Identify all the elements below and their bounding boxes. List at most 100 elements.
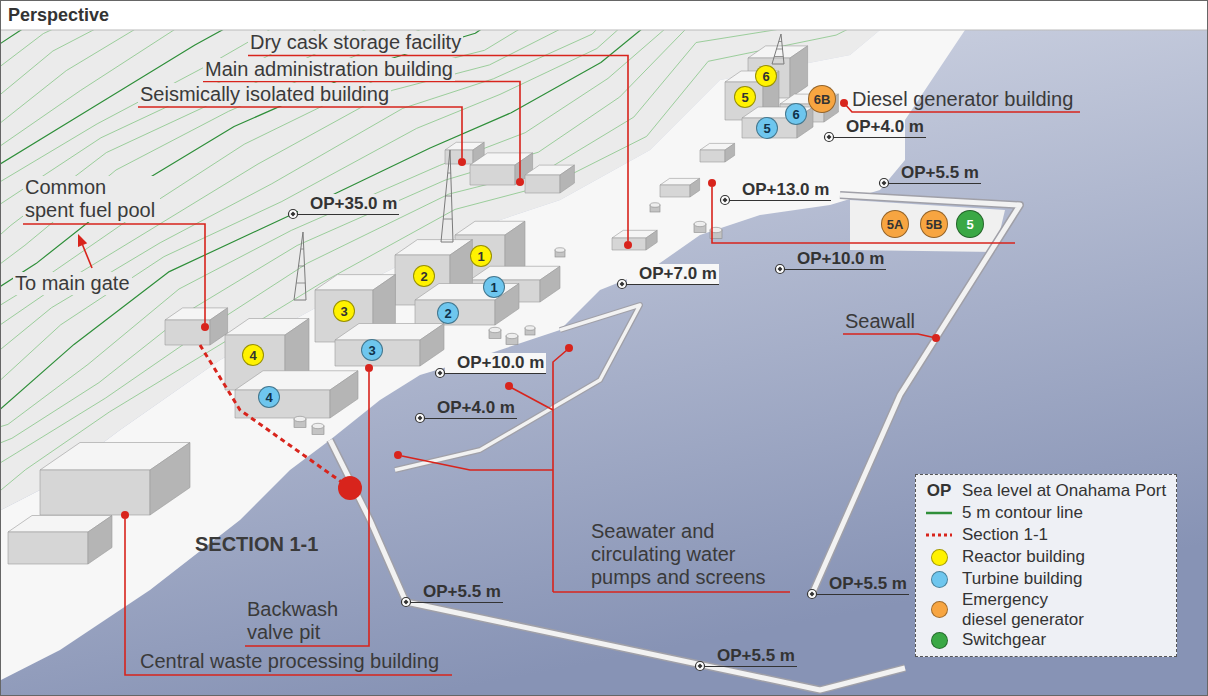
leader-dot [505,382,513,390]
stack-brace [296,283,305,284]
unit-number: 3 [340,305,347,318]
leader-line [402,456,553,470]
building-side [330,371,358,418]
elevation-marker [402,598,411,607]
elevation-label: OP+35.0 m [298,194,399,215]
unit-marker-circle: 1 [470,245,492,267]
legend-swatch [931,549,948,566]
unit-marker-circle: 2 [437,302,459,324]
unit-number: 5B [926,218,943,231]
unit-number: 3 [368,344,375,357]
unit-marker-circle: 1 [483,276,505,298]
unit-number: 1 [477,250,484,263]
legend-box: OPSea level at Onahama Port5 m contour l… [915,474,1177,657]
unit-marker-circle: 5 [956,210,984,238]
leader-line [125,519,452,675]
unit-marker-circle: 6 [755,65,777,87]
elevation-label: OP+5.5 m [817,574,909,595]
building-front [8,532,88,564]
leader-dot [565,344,573,352]
elevation-label: OP+5.5 m [705,646,797,667]
leader-dot [932,334,940,342]
unit-marker-circle: 3 [361,339,383,361]
tank-top [694,221,706,226]
stack-brace [774,56,783,57]
elevation-marker [721,196,730,205]
legend-row: OPSea level at Onahama Port [922,480,1166,502]
elevation-marker [776,265,785,274]
unit-number: 5 [741,91,748,104]
stack-brace [448,173,451,174]
tank-top [506,333,518,338]
building-side [560,165,574,193]
legend-sample [922,530,956,540]
tank-top [650,203,660,208]
callout-label: Backwash valve pit [245,598,364,644]
elevation-marker [416,414,425,423]
contour-line [0,0,905,532]
callout-label: Main administration building [203,58,455,81]
unit-number: 4 [265,391,272,404]
stack-brace [779,41,782,42]
stack-frame [294,232,306,300]
callout-label: Seawater and circulating water pumps and… [589,520,783,589]
building-side [646,230,657,250]
legend-abbreviation: OP [927,481,952,501]
leader-dot [458,158,466,166]
contour-line [0,0,887,476]
figure-title: Perspective [8,5,109,26]
building-front [335,340,420,366]
elevation-markers [289,133,889,671]
leader-line [553,350,567,592]
leader-line [138,107,462,158]
legend-row: 5 m contour line [922,502,1166,524]
unit-number: 2 [420,270,427,283]
stack-brace [777,49,783,50]
legend-text: Switchgear [962,630,1046,650]
tank-top [489,327,501,332]
building-side [540,266,560,302]
leader-line [843,334,936,338]
stack-brace [443,219,452,220]
legend-row: Section 1-1 [922,524,1166,546]
elevation-label: OP+10.0 m [445,353,546,374]
leader-dot [624,241,632,249]
contour-line [0,0,891,493]
buildings [8,46,838,564]
legend-sample [922,549,956,566]
leader-dot [201,323,209,331]
unit-number: 6B [814,93,831,106]
section-line [200,345,350,488]
section-marker [338,476,362,500]
legend-swatch [931,571,948,588]
unit-marker-circle: 6B [808,85,836,113]
callout-label: To main gate [13,272,132,295]
tank-top [525,326,535,331]
callout-label: Seawall [843,310,917,333]
elevation-label: OP+4.0 m [834,117,926,138]
leader-dot [840,99,848,107]
unit-marker-circle: 2 [413,265,435,287]
callout-label: Seismically isolated building [138,83,391,106]
unit-marker-circle: 4 [258,386,280,408]
callout-label: Central waste processing building [138,650,441,673]
building-front [165,320,210,345]
unit-number: 2 [444,307,451,320]
legend-sample [922,571,956,588]
elevation-marker [618,280,627,289]
tanks [294,203,722,435]
elevation-marker [289,210,298,219]
callout-label: SECTION 1-1 [193,533,320,556]
elevation-label: OP+4.0 m [425,398,517,419]
leader-dot [516,178,524,186]
unit-number: 6 [762,70,769,83]
elevation-marker [808,590,817,599]
leader-line [245,372,369,646]
unit-marker-circle: 5 [756,117,778,139]
legend-text: Section 1-1 [962,525,1048,545]
leader-line [553,591,790,593]
unit-number: 1 [490,281,497,294]
unit-marker-circle: 5 [734,86,756,108]
unit-marker-circle: 4 [242,344,264,366]
